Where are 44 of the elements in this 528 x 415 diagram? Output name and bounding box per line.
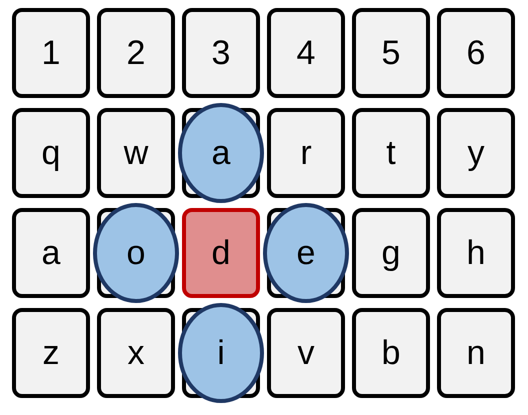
key-cell xyxy=(97,308,175,398)
key-letter: o xyxy=(126,236,146,270)
key-cell xyxy=(267,108,345,198)
key-cell xyxy=(437,8,515,98)
key-cell xyxy=(267,8,345,98)
key-letter: q xyxy=(42,136,60,170)
key-cell xyxy=(12,208,90,298)
key-cell xyxy=(352,308,430,398)
key-cell xyxy=(97,8,175,98)
key-cell xyxy=(437,108,515,198)
key-letter: i xyxy=(217,336,225,370)
key-cell xyxy=(12,108,90,198)
key-letter: r xyxy=(300,136,312,170)
key-letter: 1 xyxy=(42,36,60,70)
key-letter: z xyxy=(42,336,60,370)
key-letter: b xyxy=(382,336,400,370)
key-letter: 6 xyxy=(466,36,486,70)
key-letter: 4 xyxy=(296,36,316,70)
key-letter: e xyxy=(296,236,316,270)
key-letter: w xyxy=(124,136,148,170)
key-letter: x xyxy=(128,336,144,370)
key-letter: v xyxy=(298,336,314,370)
key-cell xyxy=(97,108,175,198)
key-letter: h xyxy=(466,236,486,270)
key-letter: n xyxy=(466,336,486,370)
key-letter: 3 xyxy=(212,36,230,70)
key-letter: d xyxy=(212,236,230,270)
key-letter: a xyxy=(42,236,60,270)
key-cell xyxy=(12,8,90,98)
key-cell xyxy=(437,308,515,398)
key-letter: a xyxy=(212,136,230,170)
key-letter: 2 xyxy=(126,36,146,70)
key-letter: y xyxy=(468,136,484,170)
key-letter: t xyxy=(386,136,396,170)
key-cell xyxy=(12,308,90,398)
key-cell xyxy=(352,108,430,198)
selected-key xyxy=(182,208,260,298)
key-cell xyxy=(437,208,515,298)
key-cell xyxy=(352,8,430,98)
key-letter: g xyxy=(382,236,400,270)
key-cell xyxy=(267,308,345,398)
key-cell xyxy=(352,208,430,298)
key-letter: 5 xyxy=(382,36,400,70)
key-cell xyxy=(182,8,260,98)
